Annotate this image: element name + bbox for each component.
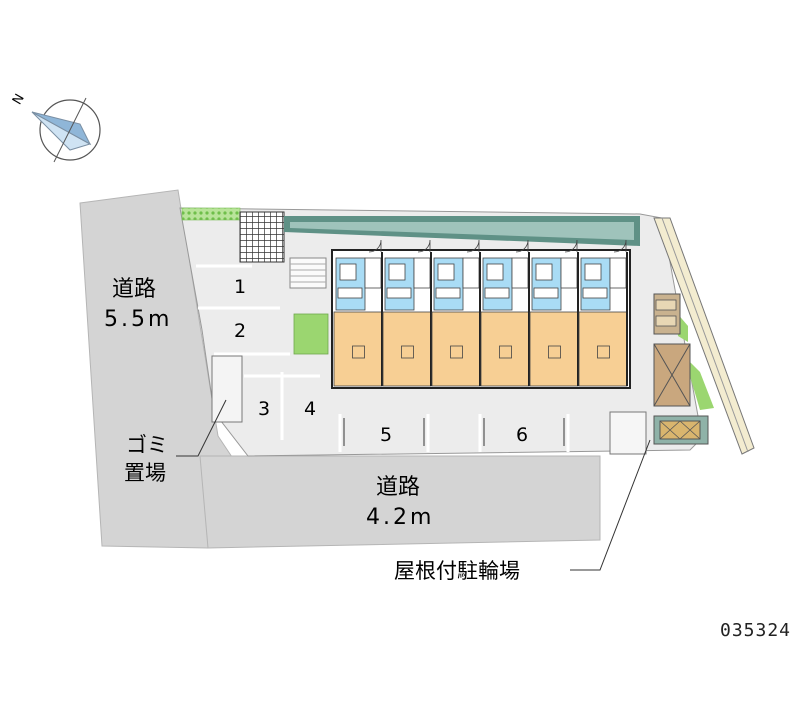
unit-kitchen xyxy=(337,287,363,299)
unit-toilet xyxy=(339,263,357,281)
east-hedge xyxy=(684,356,714,410)
east-strip xyxy=(653,217,755,455)
unit-marker xyxy=(499,345,512,359)
west-road-name: 道路 xyxy=(112,277,156,302)
unit-marker xyxy=(352,345,365,359)
bicycle-shed xyxy=(653,293,709,445)
unit-marker xyxy=(597,345,610,359)
unit-kitchen xyxy=(386,287,412,299)
south-road-name: 道路 xyxy=(376,475,420,500)
unit-entry xyxy=(413,257,431,289)
east-block xyxy=(609,411,647,455)
garbage-label-line2: 置場 xyxy=(124,461,166,485)
unit-door xyxy=(417,239,431,253)
parking-lines xyxy=(196,264,570,452)
unit-entry xyxy=(511,257,529,289)
garbage-area xyxy=(211,355,243,423)
unit-marker xyxy=(548,345,561,359)
unit-door xyxy=(466,239,480,253)
garden-green xyxy=(293,313,329,355)
unit-door xyxy=(368,239,382,253)
parking-slot-3: 3 xyxy=(258,398,270,420)
unit-toilet xyxy=(388,263,406,281)
unit-entry xyxy=(609,257,627,289)
unit-marker xyxy=(450,345,463,359)
parking-slot-4: 4 xyxy=(304,398,316,420)
garbage-leader xyxy=(176,399,227,457)
parking-slot-6: 6 xyxy=(516,424,528,446)
unit-kitchen xyxy=(533,287,559,299)
parking-slot-2: 2 xyxy=(234,320,246,342)
parking-slot-5: 5 xyxy=(380,424,392,446)
unit-door xyxy=(515,239,529,253)
roof-band-inner xyxy=(290,222,634,240)
unit-door xyxy=(613,239,627,253)
tiled-entrance xyxy=(239,211,285,263)
apartment-building xyxy=(331,239,631,389)
compass-label: N xyxy=(10,92,28,108)
south-road xyxy=(199,455,601,549)
compass-icon: N xyxy=(10,92,101,163)
curb-marks xyxy=(343,418,565,446)
unit-toilet xyxy=(584,263,602,281)
south-road-width: 4.2m xyxy=(366,505,434,530)
unit-entry xyxy=(560,257,578,289)
bicycle-leader xyxy=(570,439,651,571)
parking-slot-numbers: 1 2 3 4 5 6 xyxy=(234,276,528,446)
west-road-width: 5.5m xyxy=(104,307,172,332)
garbage-label-line1: ゴミ xyxy=(126,433,168,457)
unit-entry xyxy=(462,257,480,289)
unit-entry xyxy=(364,257,382,289)
unit-toilet xyxy=(486,263,504,281)
property-code: 035324 xyxy=(720,620,791,641)
stair xyxy=(289,257,327,289)
unit-toilet xyxy=(437,263,455,281)
unit-kitchen xyxy=(435,287,461,299)
parking-slot-1: 1 xyxy=(234,276,246,298)
unit-door xyxy=(564,239,578,253)
unit-kitchen xyxy=(484,287,510,299)
unit-kitchen xyxy=(582,287,608,299)
unit-marker xyxy=(401,345,414,359)
unit-toilet xyxy=(535,263,553,281)
north-hedge xyxy=(181,207,241,221)
bicycle-parking-label: 屋根付駐輪場 xyxy=(394,559,520,583)
